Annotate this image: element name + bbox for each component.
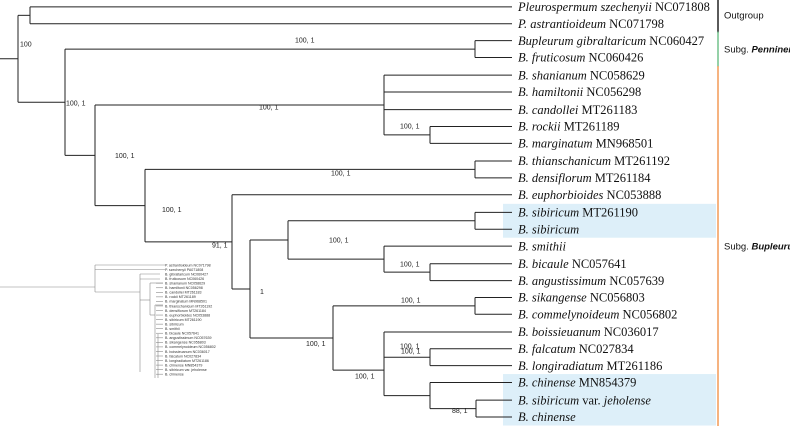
inset-taxon-label: P. szechenyii PA071808 bbox=[165, 268, 203, 272]
support-value: 100, 1 bbox=[331, 171, 351, 178]
inset-taxon-label: B. sibiricum MT261190 bbox=[165, 318, 201, 322]
group-label: Outgroup bbox=[724, 11, 764, 22]
support-value: 100 bbox=[20, 42, 32, 49]
support-value: 100, 1 bbox=[295, 37, 315, 44]
taxon-label: B. fruticosum NC060426 bbox=[518, 51, 643, 65]
support-value: 100, 1 bbox=[306, 341, 326, 348]
taxon-label: B. rockii MT261189 bbox=[518, 120, 620, 134]
taxon-label: B. densiflorum MT261184 bbox=[518, 171, 651, 185]
support-value: 100, 1 bbox=[401, 348, 421, 355]
support-value: 100, 1 bbox=[66, 101, 86, 108]
inset-taxon-label: B. rockii MT261189 bbox=[165, 295, 196, 299]
inset-taxon-label: B. sibiricum var. jeholense bbox=[165, 368, 207, 372]
tree-branches bbox=[0, 6, 512, 418]
inset-taxon-label: B. candollei MT261183 bbox=[165, 291, 202, 295]
taxon-label: B. commelynoideum NC056802 bbox=[518, 308, 677, 322]
inset-taxon-label: B. bicaule NC057641 bbox=[165, 332, 199, 336]
support-value: 100, 1 bbox=[400, 124, 420, 131]
support-value: 91, 1 bbox=[212, 242, 228, 249]
taxon-label: B. shanianum NC058629 bbox=[518, 68, 645, 82]
inset-taxon-label: B. euphorbioides NC053888 bbox=[165, 313, 210, 317]
taxon-label: B. angustissimum NC057639 bbox=[518, 274, 664, 288]
inset-taxon-label: B. commelynoideum NC056802 bbox=[165, 345, 216, 349]
support-value: 100, 1 bbox=[115, 153, 135, 160]
support-value: 88, 1 bbox=[452, 408, 468, 415]
support-value: 100, 1 bbox=[329, 237, 349, 244]
support-value: 100, 1 bbox=[259, 105, 279, 112]
inset-taxon-label: B. angustissimum NC057639 bbox=[165, 336, 212, 340]
taxon-label: B. bicaule NC057641 bbox=[518, 257, 627, 271]
inset-taxon-label: B. thianschanicum MT261192 bbox=[165, 304, 212, 308]
support-value: 100, 1 bbox=[355, 374, 375, 381]
taxon-label: B. boissieuanum NC036017 bbox=[518, 325, 659, 339]
inset-taxon-label: B. smithii bbox=[165, 327, 180, 331]
taxon-label: B. longiradiatum MT261186 bbox=[518, 359, 662, 373]
inset-taxon-label: B. longiradiatum MT261186 bbox=[165, 359, 209, 363]
taxon-labels: Pleurospermum szechenyii NC071808 P. astr… bbox=[517, 0, 710, 424]
inset-taxon-label: B. boissieuanum NC036017 bbox=[165, 350, 210, 354]
group-label: Subg. Penninervia bbox=[724, 44, 790, 55]
taxon-label: B. smithii bbox=[518, 239, 566, 253]
taxon-label: B. sibiricum MT261190 bbox=[518, 206, 638, 220]
taxon-label: B. thianschanicum MT261192 bbox=[518, 154, 670, 168]
taxon-label: B. falcatum NC027834 bbox=[518, 342, 634, 356]
inset-taxon-label: B. chinense bbox=[165, 373, 184, 377]
taxon-label: B. sikangense NC056803 bbox=[518, 291, 645, 305]
taxon-label: B. sibiricum bbox=[518, 222, 579, 236]
highlight-box bbox=[503, 374, 716, 426]
inset-taxon-label: B. sibiricum bbox=[165, 322, 184, 326]
taxon-label: P. astrantioideum NC071798 bbox=[517, 17, 664, 31]
taxon-label: B. hamiltonii NC056298 bbox=[518, 85, 641, 99]
highlight-box bbox=[503, 203, 716, 238]
inset-taxon-label: B. fruticosum NC060426 bbox=[165, 277, 204, 281]
taxon-label: B. euphorbioides NC053888 bbox=[518, 188, 661, 202]
support-value: 100, 1 bbox=[162, 207, 182, 214]
support-value: 100, 1 bbox=[400, 343, 420, 350]
inset-taxon-label: B. sikangense NC056803 bbox=[165, 341, 206, 345]
taxon-label: B. sibiricum var. jeholense bbox=[518, 393, 651, 407]
inset-taxon-label: B. gibraltaricum NC060427 bbox=[165, 272, 208, 276]
inset-taxon-label: B. shanianum NC058629 bbox=[165, 282, 205, 286]
taxon-label: B. chinense MN854379 bbox=[518, 376, 636, 390]
support-value: 100, 1 bbox=[401, 298, 421, 305]
inset-taxon-label: P. astrantioideum NC071798 bbox=[165, 263, 211, 267]
taxon-label: B. chinense bbox=[518, 410, 576, 424]
highlight-boxes bbox=[503, 203, 716, 426]
inset-taxon-label: B. densiflorum MT261184 bbox=[165, 309, 206, 313]
inset-taxon-label: B. hamiltonii NC056298 bbox=[165, 286, 203, 290]
taxon-label: Pleurospermum szechenyii NC071808 bbox=[517, 0, 710, 14]
inset-taxon-label: B. marginatum MN968501 bbox=[165, 300, 207, 304]
inset-taxon-label: B. chinense MN854379 bbox=[165, 363, 202, 367]
taxon-label: B. candollei MT261183 bbox=[518, 103, 637, 117]
taxon-label: Bupleurum gibraltaricum NC060427 bbox=[518, 34, 704, 48]
support-value: 100, 1 bbox=[400, 262, 420, 269]
support-value: 1 bbox=[260, 289, 264, 296]
taxon-label: B. marginatum MN968501 bbox=[518, 137, 653, 151]
inset-taxon-label: B. falcatum NC027834 bbox=[165, 354, 201, 358]
group-label: Subg. Bupleurum bbox=[724, 241, 790, 252]
